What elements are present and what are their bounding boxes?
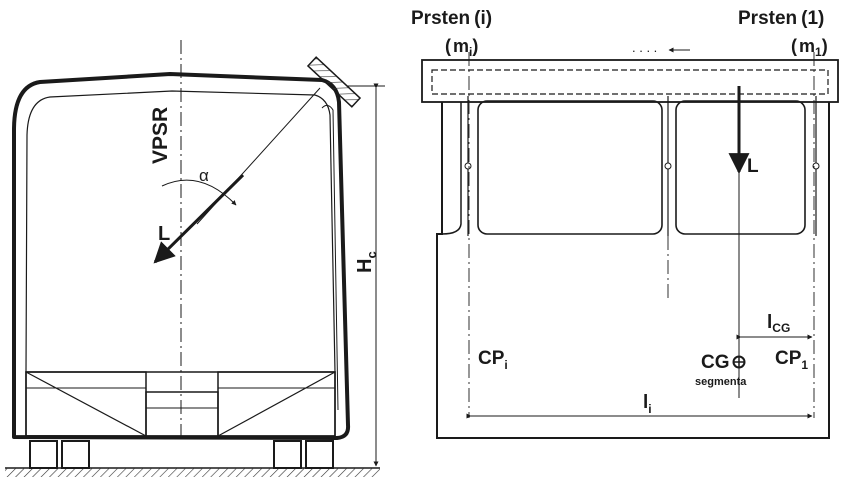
alpha-arc xyxy=(161,179,237,206)
ring-1-title: Prsten(1) xyxy=(738,8,824,29)
roof-beam-inner xyxy=(431,69,829,95)
svg-text:Hc: Hc xyxy=(354,251,379,273)
wheel-left-outer xyxy=(29,440,58,469)
ring-i-mass: mi) xyxy=(453,36,478,59)
center-box xyxy=(145,391,219,437)
ring-1-mass: m1) xyxy=(799,36,828,59)
load-arrow-left xyxy=(153,173,245,264)
cg-label: CG xyxy=(701,352,730,373)
roof-beam xyxy=(421,59,839,103)
pillar-mid-hinge xyxy=(664,162,672,170)
side-body-step xyxy=(441,102,462,235)
wheel-right-inner xyxy=(273,440,302,469)
ring-i-index: (i) xyxy=(474,8,492,29)
compartment-left-diagonal xyxy=(25,371,147,437)
cp-i-label: CPi xyxy=(478,348,508,372)
cp-1-label: CP1 xyxy=(775,348,808,372)
side-body-outline xyxy=(436,102,830,439)
height-symbol: H xyxy=(354,259,376,273)
ground-hatch xyxy=(5,468,380,477)
cg-caption: segmenta xyxy=(695,376,747,388)
height-subscript: c xyxy=(364,251,379,258)
bus-body-inner xyxy=(25,90,336,373)
load-label-left: L xyxy=(158,223,170,245)
bus-side-pillar xyxy=(321,104,339,411)
right-view: Prsten(i) Prsten(1) mi) ( m1) ( . . . . xyxy=(411,8,839,439)
height-label: Hc xyxy=(354,251,379,273)
ring-1-index: (1) xyxy=(801,8,824,29)
ring-i-name: Prsten xyxy=(411,8,470,29)
continuation-dots: . . . . xyxy=(632,40,657,55)
wheel-left-inner xyxy=(61,440,90,469)
alpha-label: α xyxy=(199,166,209,185)
lcg-label: lCG xyxy=(767,312,790,335)
window-left xyxy=(477,100,663,235)
compartment-right-diagonal xyxy=(217,371,336,437)
pillar-1-hinge xyxy=(812,162,820,170)
pillar-i-hinge xyxy=(464,162,472,170)
left-view: VPSR L α Hc xyxy=(5,40,385,477)
ring-i-mass-paren: ( xyxy=(445,36,451,56)
vpsr-label: VPSR xyxy=(149,107,172,164)
ring-1-mass-paren: ( xyxy=(791,36,797,56)
li-label: li xyxy=(643,392,652,416)
wheel-right-outer xyxy=(305,440,334,469)
ring-1-name: Prsten xyxy=(738,8,797,29)
impact-plane xyxy=(306,56,362,108)
ring-i-title: Prsten(i) xyxy=(411,8,492,29)
load-label-right: L xyxy=(747,156,759,177)
